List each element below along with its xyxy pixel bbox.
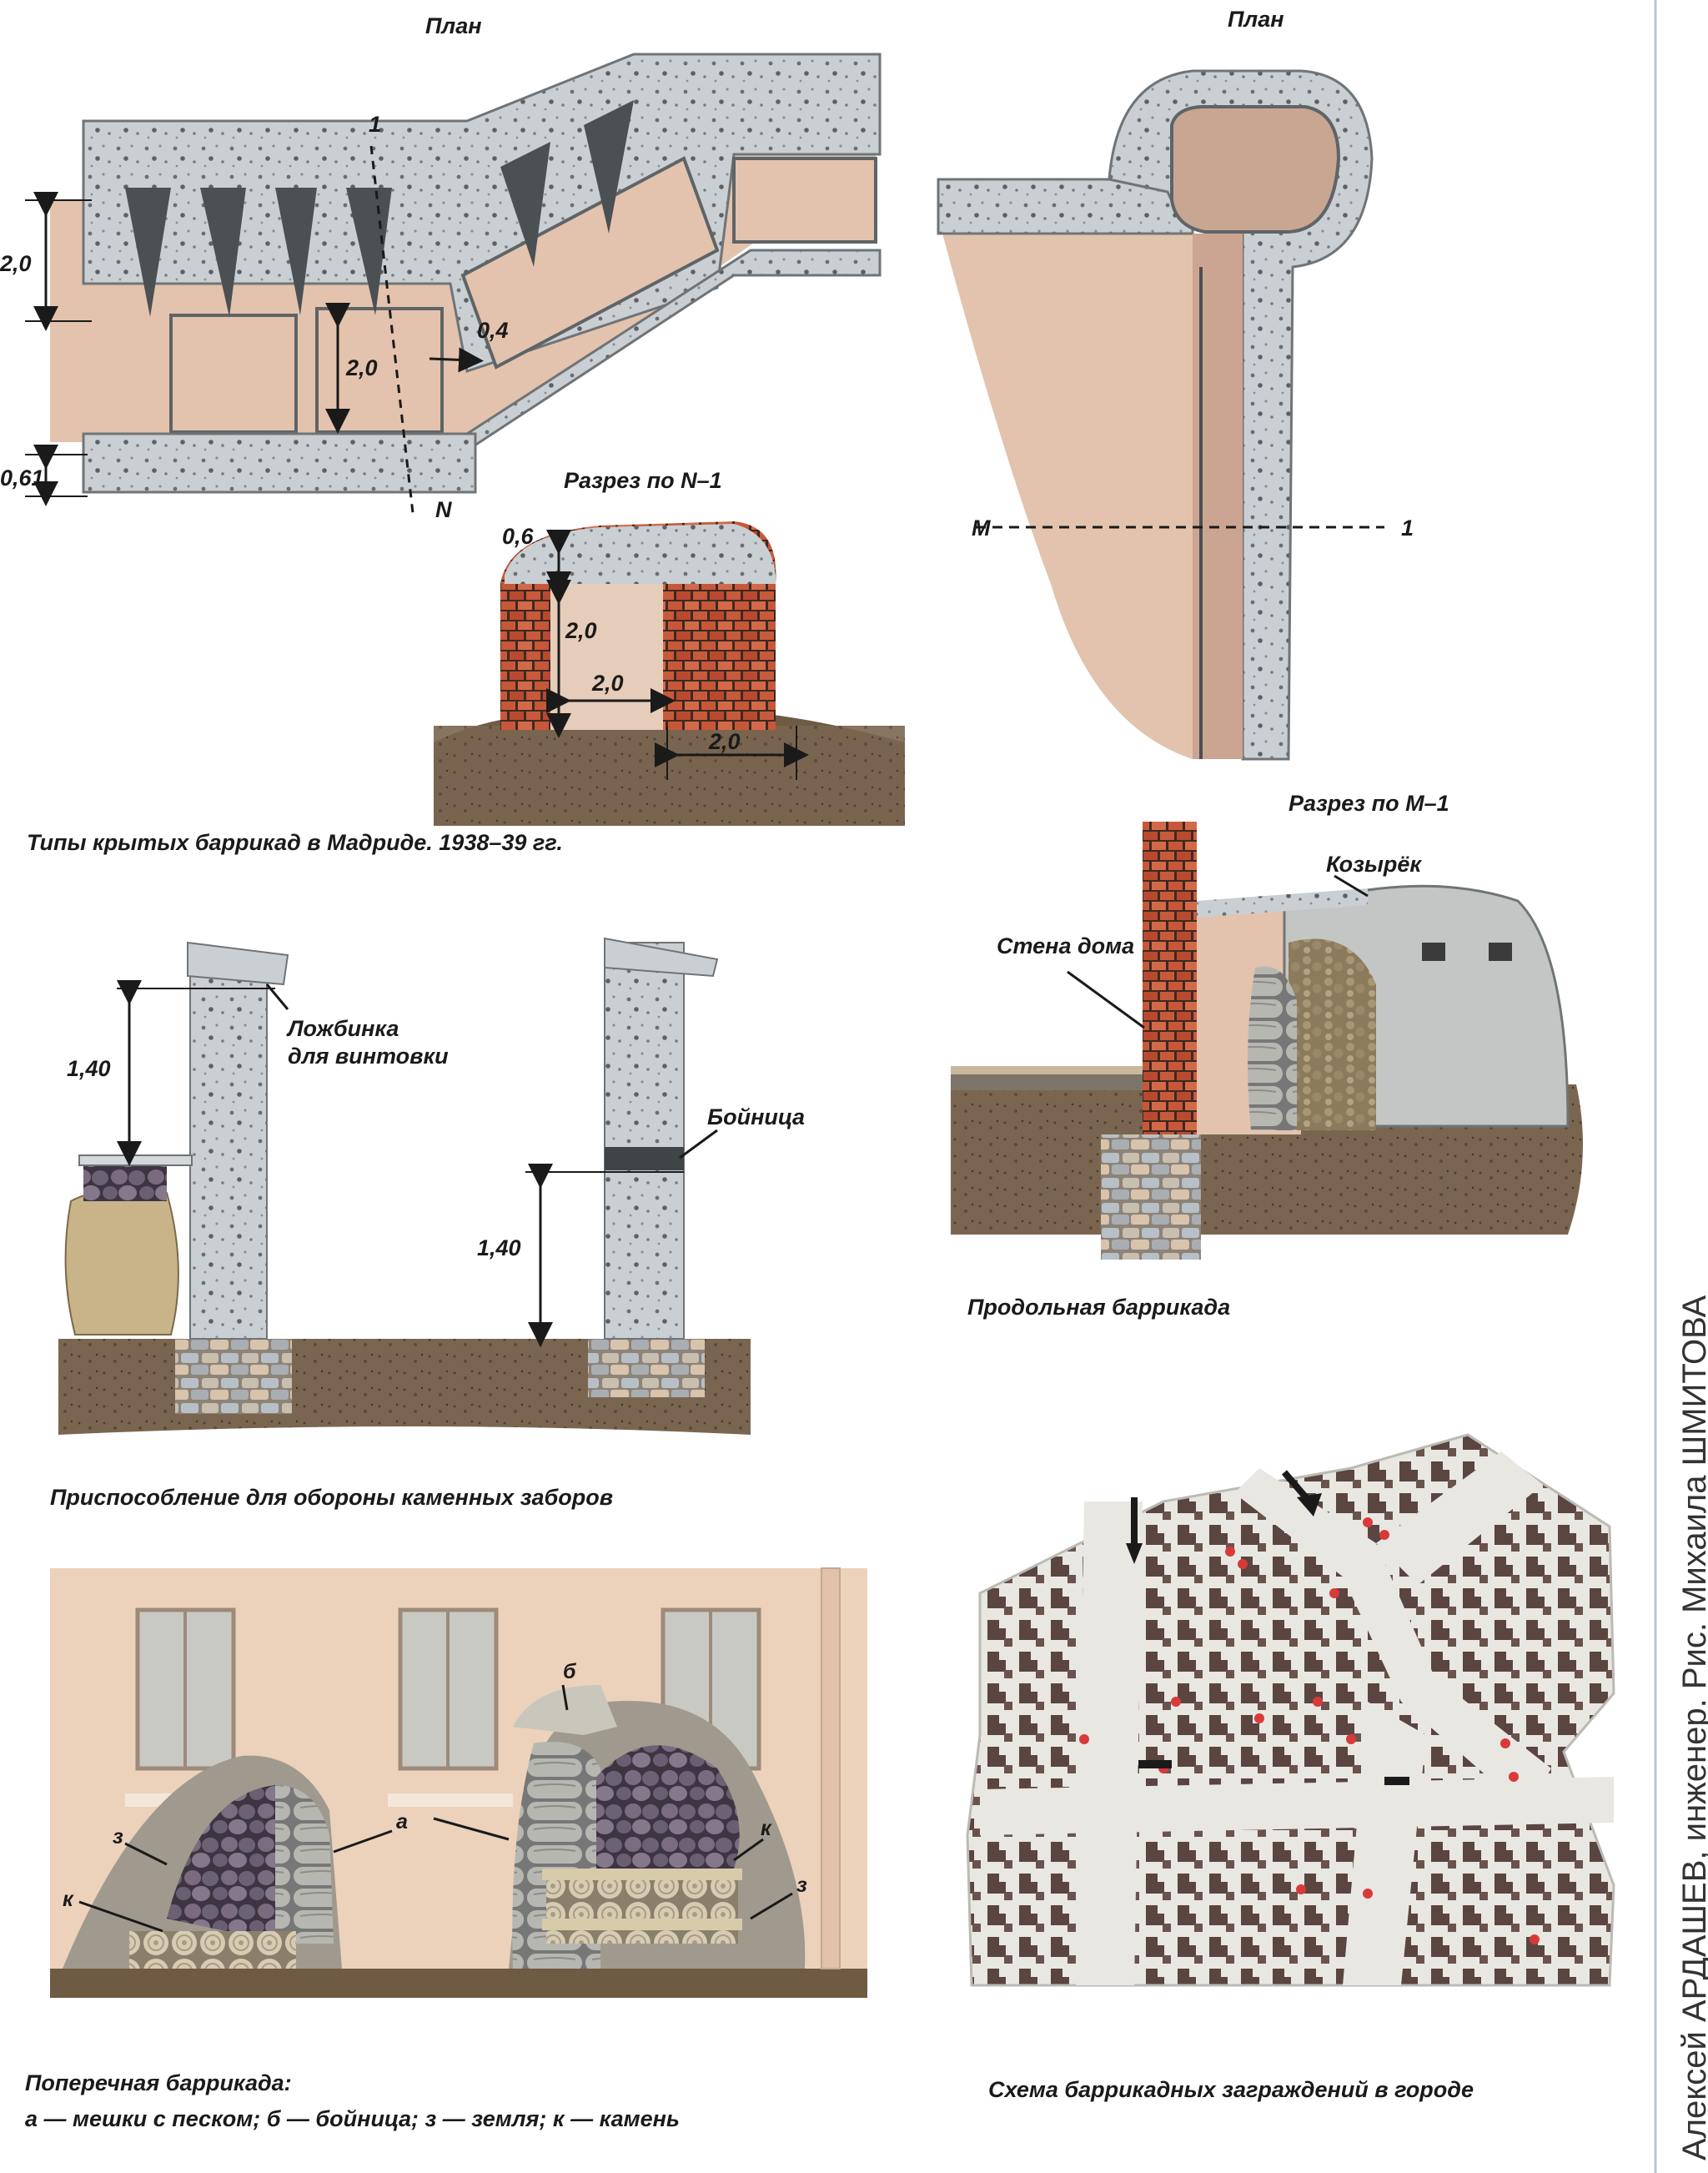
fence-drawing	[58, 937, 751, 1435]
fence-dim-left: 1,40	[67, 1056, 111, 1081]
illustration-credit: Алексей АРДАШЕВ, инженер. Рис. Михаила Ш…	[1676, 1295, 1708, 2160]
section-m1-title: Разрез по M–1	[1289, 791, 1449, 816]
plan-left-dim-cell: 2,0	[345, 355, 378, 380]
transverse-label-k2: к	[761, 1817, 772, 1840]
transverse-label-b: б	[563, 1660, 577, 1683]
transverse-label-k1: к	[63, 1888, 74, 1911]
section-m1-label-visor: Козырёк	[1326, 852, 1422, 877]
plan-left-dim-width: 2,0	[0, 251, 32, 276]
plan-right-section-left: M	[972, 516, 991, 541]
plan-left-section-top: 1	[369, 112, 381, 137]
transverse-label-z2: з	[796, 1874, 807, 1897]
caption-longitudinal: Продольная баррикада	[967, 1295, 1231, 1320]
section-n1-title: Разрез по N–1	[564, 468, 722, 493]
plan-right-section-right: 1	[1401, 516, 1414, 541]
section-n1-dim-roof: 0,6	[502, 524, 535, 549]
section-m1-drawing	[951, 822, 1583, 1260]
plan-right-title: План	[1228, 7, 1284, 32]
transverse-drawing	[50, 1567, 867, 1998]
section-n1-dim-height: 2,0	[565, 618, 597, 643]
plan-left-dim-gap: 0,4	[477, 318, 509, 343]
plan-left-title: План	[425, 13, 482, 38]
plan-left-dim-wall: 0,61	[0, 465, 44, 490]
fence-label-groove-2: для винтовки	[288, 1044, 449, 1069]
transverse-label-a: а	[396, 1810, 408, 1833]
plan-left-section-bottom: N	[435, 497, 452, 522]
fence-label-loophole: Бойница	[707, 1104, 805, 1129]
fence-label-groove-1: Ложбинка	[286, 1016, 399, 1041]
caption-transverse-line1: Поперечная баррикада:	[25, 2070, 292, 2095]
section-m1-label-wall: Стена дома	[997, 933, 1134, 958]
section-n1-dim-base: 2,0	[708, 729, 741, 754]
section-n1-drawing	[434, 521, 905, 826]
plan-right-drawing	[937, 69, 1384, 761]
caption-scheme: Схема баррикадных заграждений в городе	[988, 2077, 1474, 2102]
section-n1-dim-inner: 2,0	[591, 671, 624, 696]
caption-fence: Приспособление для обороны каменных забо…	[50, 1485, 613, 1510]
caption-transverse-line2: а — мешки с песком; б — бойница; з — зем…	[25, 2106, 680, 2131]
fence-dim-right: 1,40	[477, 1235, 521, 1260]
caption-madrid: Типы крытых баррикад в Мадриде. 1938–39 …	[27, 830, 563, 855]
transverse-label-z1: з	[113, 1825, 123, 1849]
city-scheme-map	[966, 1433, 1615, 1987]
plan-left-drawing	[25, 53, 882, 514]
